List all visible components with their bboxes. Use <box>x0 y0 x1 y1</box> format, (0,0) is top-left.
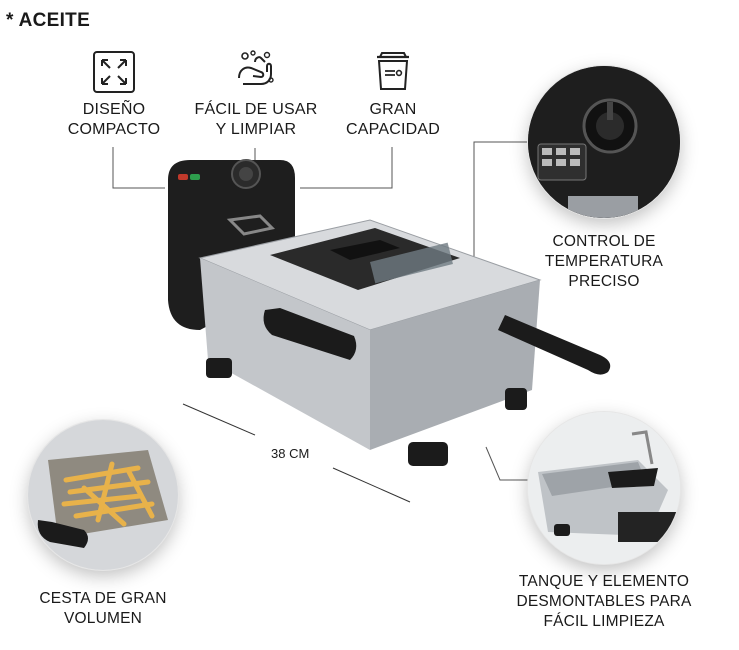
feature-label-easy-clean: FÁCIL DE USAR Y LIMPIAR <box>194 101 318 138</box>
fryer-product-image <box>160 150 640 480</box>
temperature-control-photo <box>528 66 680 218</box>
removable-tank-photo <box>528 412 680 564</box>
feature-label-capacity: GRAN CAPACIDAD <box>346 101 440 138</box>
callout-removable-tank: TANQUE Y ELEMENTO DESMONTABLES PARA FÁCI… <box>516 573 692 630</box>
hand-wash-icon <box>233 48 277 92</box>
page-title: * ACEITE <box>6 10 91 31</box>
callout-temperature-control: CONTROL DE TEMPERATURA PRECISO <box>544 233 664 290</box>
fry-basket-photo <box>28 420 178 570</box>
expand-arrows-icon <box>92 50 136 94</box>
pot-icon <box>371 49 415 93</box>
dimension-label: 38 CM <box>271 446 310 461</box>
feature-label-compact: DISEÑO COMPACTO <box>67 101 161 138</box>
callout-basket: CESTA DE GRAN VOLUMEN <box>39 590 167 627</box>
